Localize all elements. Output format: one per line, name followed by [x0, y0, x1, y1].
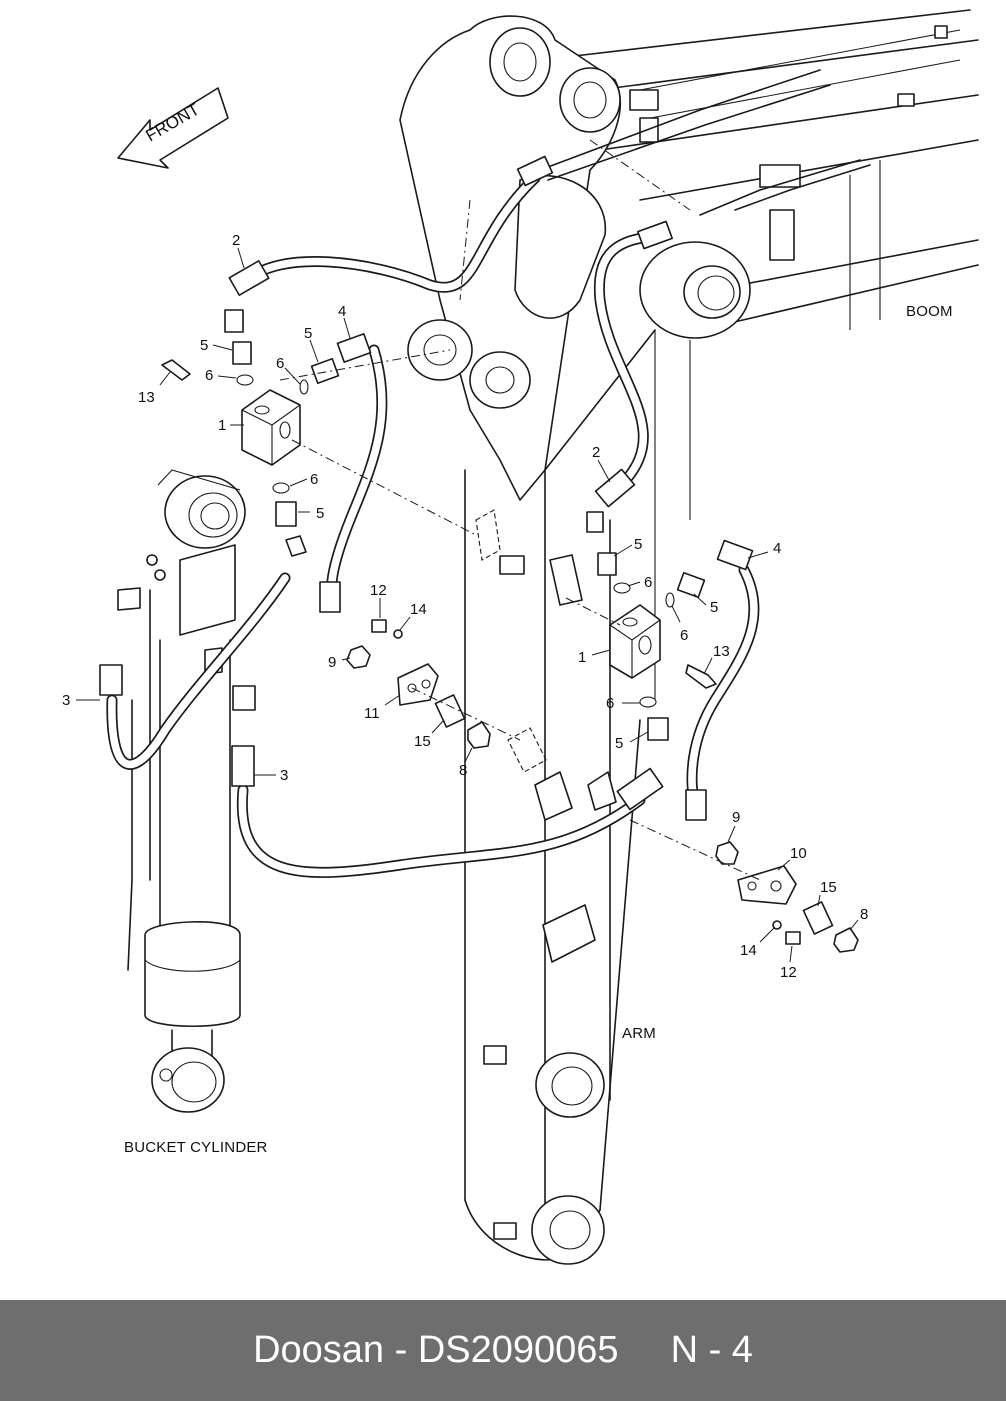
callout-8: 8: [459, 762, 467, 779]
callout-6: 6: [680, 627, 688, 644]
callout-14: 14: [410, 601, 427, 618]
footer-brand: Doosan: [253, 1329, 385, 1371]
callout-2: 2: [592, 444, 600, 461]
callout-5: 5: [634, 536, 642, 553]
callout-12: 12: [370, 582, 387, 599]
bucket-cylinder: [117, 469, 246, 1113]
callout-10: 10: [790, 845, 807, 862]
callout-6: 6: [276, 355, 284, 372]
callout-6: 6: [606, 695, 614, 712]
callout-15: 15: [414, 733, 431, 750]
footer-bar: Doosan - DS2090065 N - 4: [0, 1300, 1006, 1401]
callout-14: 14: [740, 942, 757, 959]
callout-13: 13: [713, 643, 730, 660]
callout-13: 13: [138, 389, 155, 406]
callout-1: 1: [578, 649, 586, 666]
callout-2: 2: [232, 232, 240, 249]
callout-numbers: 2 5 6 5 6 4 13 1 6 5 2 5 6 5 6 4 1 13 6 …: [62, 232, 868, 981]
block-right: [609, 604, 661, 679]
callout-9: 9: [328, 654, 336, 671]
footer-page-ref: N - 4: [670, 1329, 753, 1371]
boom-structure: [539, 9, 979, 339]
callout-5: 5: [316, 505, 324, 522]
footer-part-number: DS2090065: [417, 1329, 619, 1371]
callout-6: 6: [310, 471, 318, 488]
front-direction-arrow: FRONT: [117, 87, 229, 169]
bucket-cylinder-label: BUCKET CYLINDER: [124, 1139, 268, 1156]
center-lines: [279, 139, 761, 881]
arm-structure: [399, 15, 691, 1265]
callout-6: 6: [205, 367, 213, 384]
callout-3: 3: [62, 692, 70, 709]
callout-4: 4: [773, 540, 781, 557]
arm-label: ARM: [622, 1025, 656, 1042]
callout-3: 3: [280, 767, 288, 784]
callout-11: 11: [364, 705, 380, 722]
callout-8: 8: [860, 906, 868, 923]
callout-5: 5: [304, 325, 312, 342]
hose-assemblies: [106, 69, 871, 878]
fittings: [99, 155, 859, 953]
callout-1: 1: [218, 417, 226, 434]
leader-lines: [76, 247, 859, 963]
callout-5: 5: [615, 735, 623, 752]
callout-15: 15: [820, 879, 837, 896]
footer-separator: -: [384, 1329, 418, 1371]
callout-5: 5: [200, 337, 208, 354]
callout-5: 5: [710, 599, 718, 616]
parts-diagram: FRONT: [62, 9, 979, 1265]
callout-4: 4: [338, 303, 346, 320]
callout-9: 9: [732, 809, 740, 826]
callout-12: 12: [780, 964, 797, 981]
callout-6: 6: [644, 574, 652, 591]
boom-label: BOOM: [906, 303, 953, 320]
block-left: [241, 389, 301, 466]
